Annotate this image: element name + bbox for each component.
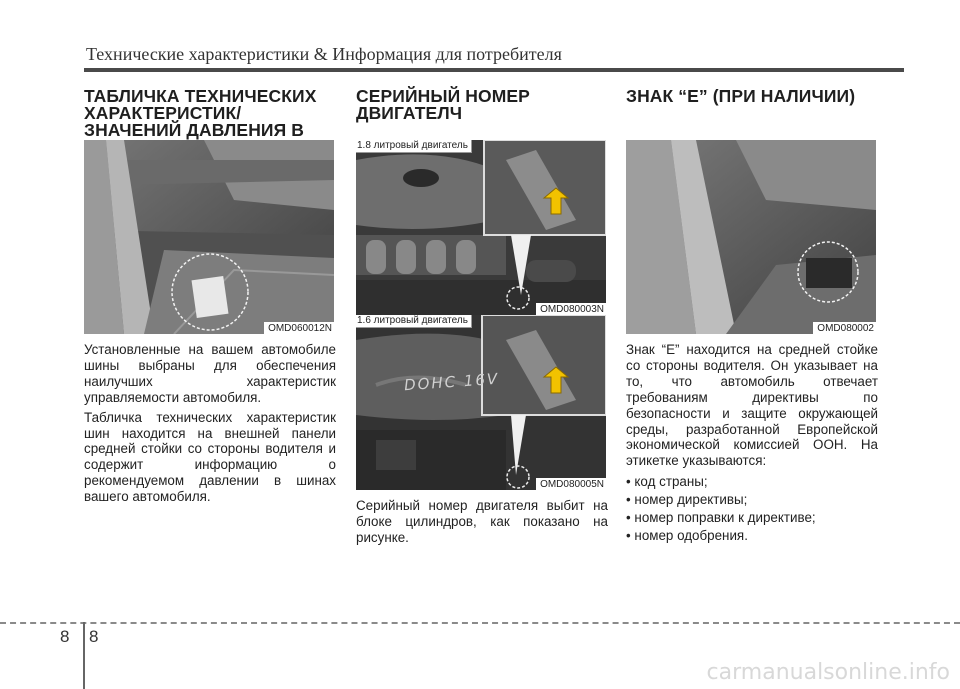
- paragraph: Знак “E” находится на средней стойке со …: [626, 342, 878, 469]
- list-item: код страны;: [626, 473, 878, 491]
- engine-16-illustration: [356, 315, 606, 490]
- image-code: OMD080003N: [536, 303, 606, 315]
- image-code: OMD080002: [813, 322, 876, 334]
- door-pillar-photo: OMD060012N: [84, 140, 334, 334]
- engine-label-16: 1.6 литровый двигатель: [356, 315, 472, 328]
- page-header-title: Технические характеристики & Информация …: [86, 44, 562, 64]
- e-mark-photo: OMD080002: [626, 140, 876, 334]
- e-mark-bullet-list: код страны; номер директивы; номер попра…: [626, 473, 878, 545]
- page-number: 8: [89, 627, 99, 646]
- engine-serial-title: СЕРИЙНЫЙ НОМЕР ДВИГАТЕЛЧ: [356, 86, 530, 123]
- section-number: 8: [60, 627, 70, 646]
- list-item: номер одобрения.: [626, 527, 878, 545]
- footer-divider: [83, 622, 85, 689]
- image-code: OMD060012N: [264, 322, 334, 334]
- tire-label-section: ТАБЛИЧКА ТЕХНИЧЕСКИХ ХАРАКТЕРИСТИК/ЗНАЧЕ…: [84, 86, 336, 509]
- e-mark-title: ЗНАК “E” (ПРИ НАЛИЧИИ): [626, 86, 856, 106]
- image-code: OMD080005N: [536, 478, 606, 490]
- door-pillar-illustration: [84, 140, 334, 334]
- footer-dashed-rule: [0, 622, 960, 624]
- e-mark-text: Знак “E” находится на средней стойке со …: [626, 342, 878, 469]
- watermark: carmanualsonline.info: [706, 660, 950, 685]
- engine-photo-18: 1.8 литровый двигатель OMD080003N: [356, 140, 606, 315]
- engine-serial-text: Серийный номер двигателя выбит на блоке …: [356, 498, 608, 546]
- paragraph: Установленные на вашем автомобиле шины в…: [84, 342, 336, 405]
- list-item: номер поправки к директиве;: [626, 509, 878, 527]
- engine-photo-16: DOHC 16V 1.6 литровый двигатель OMD08000…: [356, 315, 606, 490]
- engine-18-illustration: [356, 140, 606, 315]
- e-mark-illustration: [626, 140, 876, 334]
- header-rule: [84, 68, 904, 72]
- engine-label-18: 1.8 литровый двигатель: [356, 140, 472, 153]
- engine-serial-section: СЕРИЙНЫЙ НОМЕР ДВИГАТЕЛЧ 1.8 литровый: [356, 86, 608, 550]
- engine-photos: 1.8 литровый двигатель OMD080003N DOHC 1…: [356, 140, 606, 490]
- tire-label-title: ТАБЛИЧКА ТЕХНИЧЕСКИХ ХАРАКТЕРИСТИК/ЗНАЧЕ…: [84, 86, 317, 156]
- list-item: номер директивы;: [626, 491, 878, 509]
- paragraph: Табличка технических характеристик шин н…: [84, 409, 336, 505]
- paragraph: Серийный номер двигателя выбит на блоке …: [356, 498, 608, 545]
- tire-label-text: Установленные на вашем автомобиле шины в…: [84, 342, 336, 505]
- e-mark-section: ЗНАК “E” (ПРИ НАЛИЧИИ) OMD080002 Знак “E…: [626, 86, 878, 545]
